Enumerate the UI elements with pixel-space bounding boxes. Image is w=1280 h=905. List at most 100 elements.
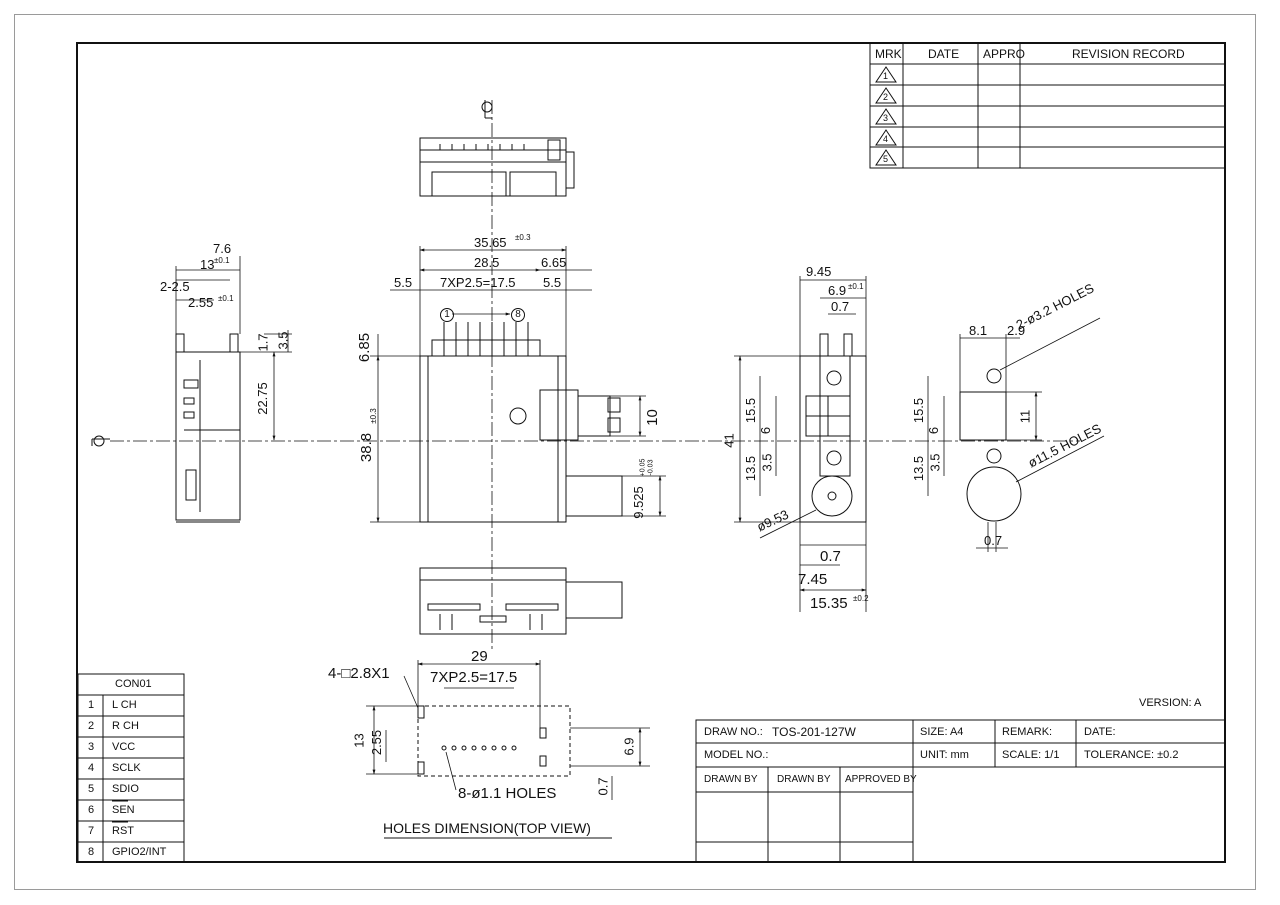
front-d9-525-tol-up: +0.05 (639, 458, 647, 477)
panel-w8-1: 8.1 (969, 323, 988, 338)
pin-name-3: VCC (112, 741, 136, 753)
draw-no-value: TOS-201-127W (772, 725, 856, 739)
panel-w2-9: 2.9 (1007, 323, 1026, 338)
size-label: SIZE: A4 (920, 726, 964, 738)
side-d2-55: 2.55 (188, 295, 214, 310)
end-w6-9: 6.9 (828, 283, 847, 298)
end-w6-9-tol: ±0.1 (848, 282, 864, 291)
side-d1-7: 1.7 (255, 333, 271, 352)
pin-table-title: CON01 (115, 678, 152, 690)
end-w9-45: 9.45 (806, 264, 832, 279)
pin-no-3: 3 (88, 741, 95, 753)
end-h15-5: 15.5 (743, 397, 759, 424)
rev-header-appro: APPRO (983, 47, 1026, 61)
pin-name-1: L CH (112, 699, 137, 711)
front-d9-525-tol-dn: -0.03 (647, 459, 655, 476)
front-w5-5-left: 5.5 (394, 275, 413, 290)
end-h41: 41 (721, 433, 737, 448)
side-d7-6: 7.6 (213, 241, 232, 256)
front-pin-last: 8 (511, 308, 525, 322)
pin-no-2: 2 (88, 720, 95, 732)
pin-name-8: GPIO2/INT (112, 846, 167, 858)
draw-no-label: DRAW NO.: (704, 726, 763, 738)
rev-mark-1: 1 (883, 71, 889, 81)
pin-no-6: 6 (88, 804, 95, 816)
front-w35-65-tol: ±0.3 (515, 233, 531, 242)
front-w28-5: 28.5 (474, 255, 500, 270)
rev-mark-4: 4 (883, 134, 889, 144)
pin-name-7: RST (112, 825, 134, 837)
tolerance-label: TOLERANCE: ±0.2 (1084, 749, 1179, 761)
pin-no-7: 7 (88, 825, 95, 837)
holes-h0-7: 0.7 (595, 777, 611, 796)
rev-mark-3: 3 (883, 113, 889, 123)
pin-name-5: SDIO (112, 783, 139, 795)
end-h13-5: 13.5 (743, 455, 759, 482)
front-view-outline (419, 322, 623, 523)
pin-no-4: 4 (88, 762, 95, 774)
panel-h3-5: 3.5 (927, 453, 943, 472)
dimension-lines (175, 246, 1105, 800)
holes-square: 4-□2.8X1 (328, 665, 390, 682)
bottom-view-outline (419, 567, 623, 635)
panel-h6: 6 (926, 426, 942, 435)
rev-header-mrk: MRK (875, 47, 902, 61)
holes-h2-55: 2.55 (369, 729, 385, 756)
rev-header-record: REVISION RECORD (1072, 47, 1185, 61)
scale-label: SCALE: 1/1 (1002, 749, 1060, 761)
pin-no-1: 1 (88, 699, 95, 711)
drawn-by-2: DRAWN BY (777, 774, 831, 785)
side-d22-75: 22.75 (254, 382, 270, 415)
side-d13-tol: ±0.1 (214, 256, 230, 265)
end-h6: 6 (758, 426, 774, 435)
top-view-outline (419, 137, 575, 197)
side-d13: 13 (200, 257, 215, 272)
front-w6-65: 6.65 (541, 255, 567, 270)
holes-h13: 13 (351, 733, 367, 748)
side-d2-2-5: 2-2.5 (160, 279, 190, 294)
front-h10: 10 (643, 409, 661, 426)
holes-caption: HOLES DIMENSION(TOP VIEW) (383, 820, 591, 836)
panel-h13-5: 13.5 (911, 455, 927, 482)
panel-view-outline (959, 368, 1022, 522)
panel-h11: 11 (1017, 409, 1033, 424)
panel-h15-5: 15.5 (911, 397, 927, 424)
holes-h6-9: 6.9 (621, 737, 637, 756)
side-d3-5: 3.5 (275, 331, 291, 350)
centerline-symbols (91, 100, 493, 447)
side-view-outline (175, 333, 241, 523)
end-b15-35-tol: ±0.2 (853, 594, 869, 603)
date-label: DATE: (1084, 726, 1116, 738)
model-no-label: MODEL NO.: (704, 749, 769, 761)
holes-view-outline (384, 705, 612, 839)
front-pin-first: 1 (440, 308, 454, 322)
title-block-grid (695, 719, 1226, 863)
drawn-by-1: DRAWN BY (704, 774, 758, 785)
remark-label: REMARK: (1002, 726, 1053, 738)
drawing-frame (76, 42, 1226, 863)
pin-no-5: 5 (88, 783, 95, 795)
pin-no-8: 8 (88, 846, 95, 858)
front-h38-8-tol: ±0.3 (368, 408, 378, 424)
end-b15-35: 15.35 (810, 595, 848, 612)
end-b7-45: 7.45 (798, 571, 828, 588)
pin-name-6: SEN (112, 804, 135, 816)
holes-pitch: 7XP2.5=17.5 (430, 669, 518, 686)
drawing-sheet (14, 14, 1256, 890)
end-view-outline (799, 333, 867, 523)
front-pitch: 7XP2.5=17.5 (440, 275, 516, 290)
pin-name-4: SCLK (112, 762, 141, 774)
front-h6-85: 6.85 (356, 332, 374, 363)
front-w5-5-right: 5.5 (543, 275, 562, 290)
front-h38-8: 38.8 (358, 432, 376, 463)
revision-table-grid (869, 42, 1226, 169)
rev-mark-5: 5 (883, 154, 889, 164)
pin-table-grid (77, 673, 185, 863)
front-w35-65: 35.65 (474, 235, 507, 250)
approved-by: APPROVED BY (845, 774, 917, 785)
pin-name-2: R CH (112, 720, 139, 732)
front-d9-525: 9.525 (630, 486, 646, 519)
panel-b0-7: 0.7 (984, 533, 1003, 548)
rev-header-date: DATE (928, 47, 960, 61)
